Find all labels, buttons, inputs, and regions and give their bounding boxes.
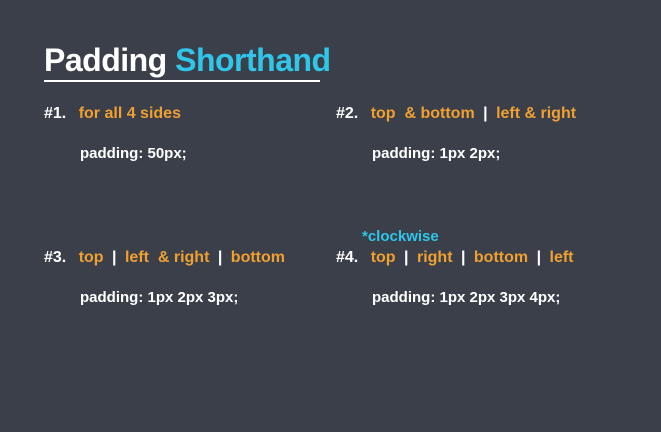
section-2-number: #2.: [336, 105, 359, 122]
section-2-code: padding: 1px 2px;: [372, 145, 501, 162]
section-4-part-1: top: [370, 249, 396, 266]
section-3-part-1: top: [78, 249, 104, 266]
section-4-code: padding: 1px 2px 3px 4px;: [372, 289, 561, 306]
section-3-heading: #3. top | left & right | bottom: [44, 248, 285, 268]
section-4-part-4: left: [549, 249, 574, 266]
title-accent: Shorthand: [175, 42, 331, 78]
section-3-separator-1: |: [112, 249, 117, 266]
title-underline: [44, 80, 320, 82]
section-2-part-1: top & bottom: [370, 105, 475, 122]
section-4-part-2: right: [416, 249, 453, 266]
section-4-separator-3: |: [536, 249, 542, 266]
section-2-separator-1: |: [483, 105, 488, 122]
section-4-separator-1: |: [404, 249, 409, 266]
section-1-heading: #1. for all 4 sides: [44, 104, 181, 124]
title-main: Padding: [44, 42, 167, 78]
section-4-number: #4.: [336, 249, 359, 266]
slide-title: Padding Shorthand: [44, 40, 331, 80]
section-1-part-1: for all 4 sides: [78, 105, 181, 122]
section-1-code: padding: 50px;: [80, 145, 187, 162]
section-3-separator-2: |: [217, 249, 223, 266]
section-2-heading: #2. top & bottom | left & right: [336, 104, 576, 124]
section-3-code: padding: 1px 2px 3px;: [80, 289, 239, 306]
section-3-number: #3.: [44, 249, 67, 266]
section-1-number: #1.: [44, 105, 67, 122]
section-3-part-3: bottom: [230, 249, 285, 266]
section-2-part-2: left & right: [496, 105, 577, 122]
section-4-separator-2: |: [460, 249, 466, 266]
section-4-heading: #4. top | right | bottom | left: [336, 248, 574, 268]
section-4-part-3: bottom: [473, 249, 529, 266]
section-3-part-2: left & right: [124, 249, 210, 266]
clockwise-note: *clockwise: [362, 228, 439, 245]
